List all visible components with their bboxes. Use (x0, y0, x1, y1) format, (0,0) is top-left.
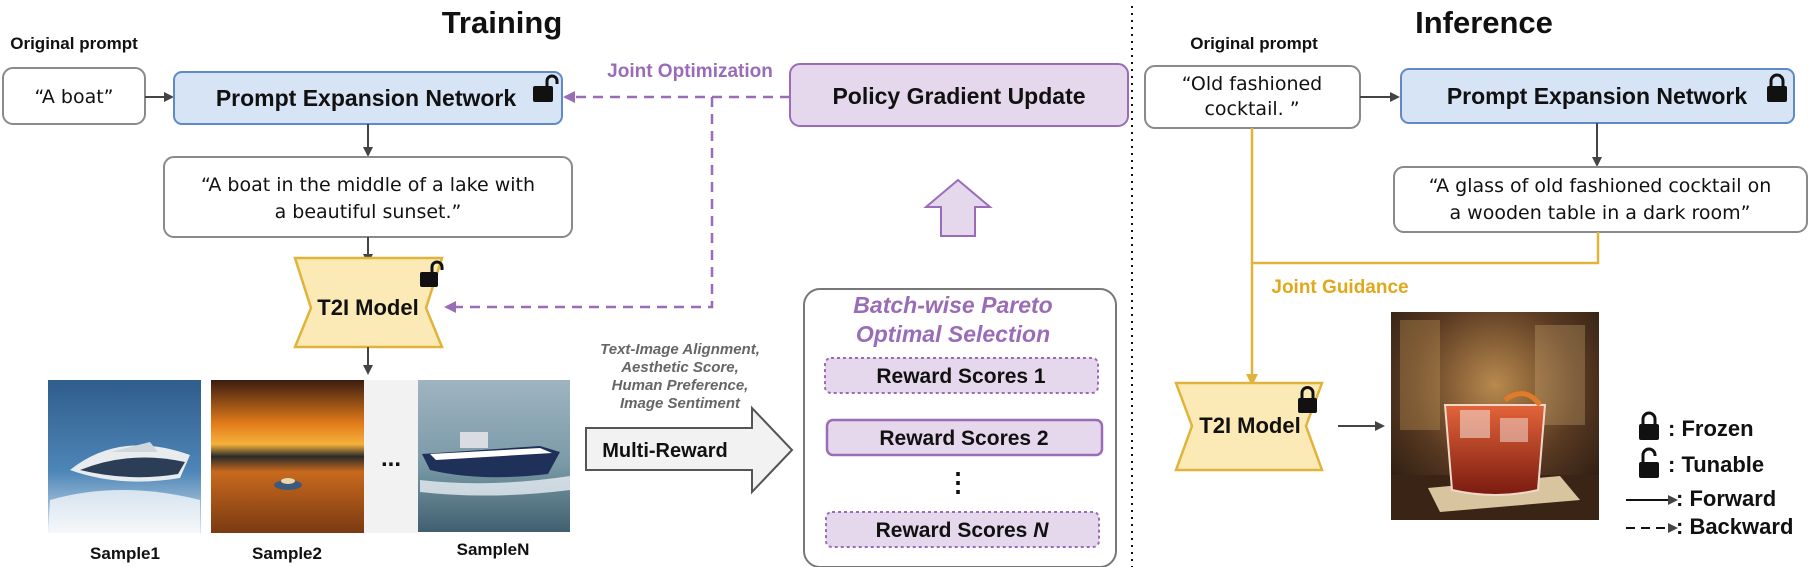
lock-icon (1639, 411, 1659, 440)
samples-ellipsis: ... (381, 445, 401, 472)
reward-scores-vertical-dots: ⋮ (945, 467, 971, 497)
pen-inference-label: Prompt Expansion Network (1447, 83, 1748, 109)
expanded-prompt-line1: “A boat in the middle of a lake with (201, 174, 535, 196)
unlock-icon (533, 74, 559, 102)
reward-scores-n-italic: N (1033, 519, 1049, 542)
unlock-icon (1639, 447, 1659, 478)
legend-frozen: : Frozen (1668, 416, 1754, 441)
legend-backward: : Backward (1676, 514, 1793, 539)
expanded-prompt-line2: a beautiful sunset.” (275, 201, 462, 223)
reward-criteria-line3: Human Preference, (612, 377, 749, 394)
t2i-training-label: T2I Model (317, 295, 418, 320)
reward-criteria-line4: Image Sentiment (620, 395, 741, 412)
reward-scores-n-prefix: Reward Scores (876, 519, 1034, 542)
sample2-image (211, 380, 364, 533)
multi-reward-label: Multi-Reward (602, 440, 728, 462)
reward-criteria-line1: Text-Image Alignment, (600, 341, 760, 358)
legend-forward: : Forward (1676, 486, 1776, 511)
inference-title: Inference (1415, 5, 1553, 40)
inference-original-prompt-label: Original prompt (1190, 34, 1318, 53)
expanded-prompt-box (163, 156, 573, 238)
reward-criteria-line2: Aesthetic Score, (620, 359, 739, 376)
joint-optimization-label: Joint Optimization (607, 61, 773, 82)
reward-scores-1-label: Reward Scores 1 (876, 365, 1046, 388)
ellipsis-gap (364, 380, 418, 533)
t2i-training-shape (293, 256, 444, 349)
joint-guidance-line (1252, 232, 1600, 265)
up-arrow-icon (923, 178, 993, 237)
pareto-title-line1: Batch-wise Pareto (853, 292, 1052, 318)
samplen-label: SampleN (457, 540, 530, 559)
arrow-policy-to-t2i (444, 97, 714, 313)
t2i-inference-shape (1174, 381, 1324, 472)
sample1-image (48, 380, 201, 533)
pen-training-label: Prompt Expansion Network (216, 85, 517, 111)
multi-reward-arrow (585, 405, 794, 495)
t2i-inference-label: T2I Model (1199, 413, 1300, 438)
legend-tunable: : Tunable (1668, 452, 1764, 477)
training-title: Training (442, 5, 563, 40)
inference-input-line2: cocktail. ” (1204, 98, 1299, 120)
reward-scores-2-label: Reward Scores 2 (879, 427, 1048, 450)
sample2-label: Sample2 (252, 544, 322, 563)
sample1-label: Sample1 (90, 544, 160, 563)
inference-expanded-box (1393, 166, 1808, 233)
reward-scores-2-box (825, 418, 1104, 457)
original-prompt-label: Original prompt (10, 34, 138, 53)
samplen-image (418, 380, 570, 532)
inference-expanded-line2: a wooden table in a dark room” (1449, 202, 1750, 224)
reward-scores-n-label: Reward Scores N (876, 519, 1050, 542)
policy-gradient-box (789, 63, 1129, 127)
inference-expanded-line1: “A glass of old fashioned cocktail on (1429, 175, 1772, 197)
lock-icon (1767, 73, 1787, 102)
policy-gradient-label: Policy Gradient Update (832, 83, 1085, 109)
reward-scores-n-box (825, 511, 1100, 548)
reward-scores-1-box (824, 357, 1099, 394)
output-cocktail-image (1391, 312, 1599, 520)
joint-guidance-label: Joint Guidance (1271, 277, 1408, 298)
inference-input-line1: “Old fashioned (1182, 73, 1322, 95)
lock-icon (1298, 386, 1317, 413)
pareto-title-line2: Optimal Selection (856, 321, 1050, 347)
unlock-icon (420, 260, 444, 287)
input-prompt-text: “A boat” (34, 86, 113, 108)
